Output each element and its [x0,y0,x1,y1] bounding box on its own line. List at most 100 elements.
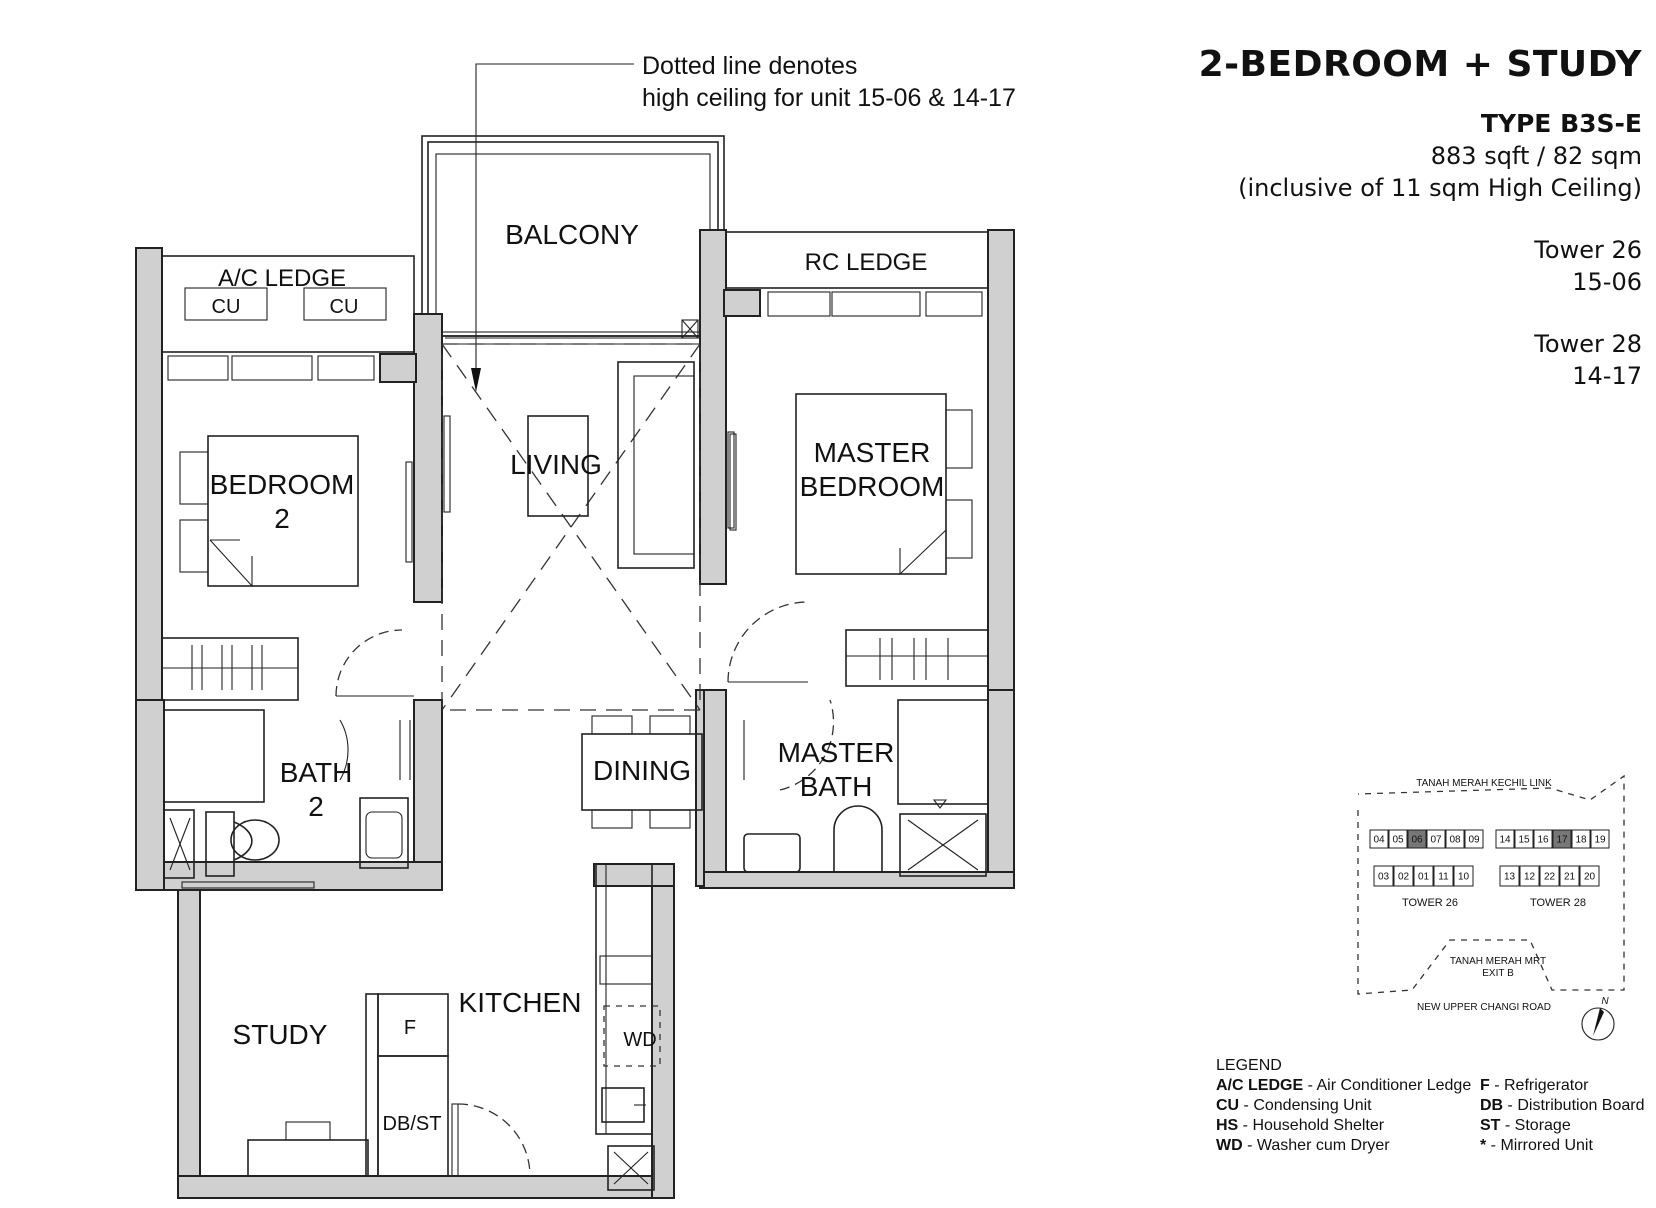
site-unit-label: 17 [1556,835,1568,846]
bedroom2-label-2: 2 [274,503,290,534]
legend-desc: - Washer cum Dryer [1242,1137,1390,1154]
cu-label-2: CU [330,296,359,318]
site-key-plan: TANAH MERAH KECHIL LINK NEW UPPER CHANGI… [1357,774,1625,1041]
site-unit-label: 21 [1564,872,1576,883]
site-mrt-label-1: TANAH MERAH MRT [1450,956,1546,967]
site-unit-box [1393,865,1414,887]
site-mrt-label-2: EXIT B [1482,968,1514,979]
site-unit-label: 07 [1430,835,1442,846]
dining-label: DINING [593,755,691,786]
site-unit-label: 02 [1398,872,1410,883]
site-unit-box [1552,829,1572,849]
site-road-top: TANAH MERAH KECHIL LINK [1416,778,1552,789]
site-tower-26-label: TOWER 26 [1402,897,1458,909]
site-unit-label: 10 [1458,872,1470,883]
washer-dryer [603,1005,661,1067]
wardrobe-bed2 [161,637,299,701]
site-unit-box [1499,865,1520,887]
rc-ledge: RC LEDGE [725,231,989,317]
site-unit-label: 14 [1499,835,1511,846]
ac-ledge-label: A/C LEDGE [218,265,346,292]
site-unit-box [1590,829,1610,849]
tower-b: Tower 28 [1534,330,1642,358]
site-tower-28-label: TOWER 28 [1530,897,1586,909]
bottom-wall [177,1175,675,1199]
legend-desc: - Refrigerator [1489,1077,1589,1094]
living-master-wall [699,229,727,585]
site-unit-box [1445,829,1465,849]
wardrobe-master [845,629,989,687]
site-unit-label: 09 [1468,835,1480,846]
kitchen-label: KITCHEN [459,987,582,1018]
master-label-1: MASTER [814,437,931,468]
site-unit-box [1413,865,1434,887]
site-unit-label: 03 [1378,872,1390,883]
site-unit-box [1495,829,1515,849]
master-bath-label-1: MASTER [778,737,895,768]
bedroom2-label-1: BEDROOM [210,469,355,500]
site-unit-box [1571,829,1591,849]
north-label: N [1601,996,1609,1007]
site-unit-box [1373,865,1394,887]
unit-info-panel: 2-BEDROOM + STUDY TYPE B3S-E 883 sqft / … [1199,44,1642,392]
rc-ledge-label: RC LEDGE [805,249,928,276]
site-unit-label: 12 [1524,872,1536,883]
ac-ledge: CU CU A/C LEDGE [161,255,415,381]
legend-desc: - Distribution Board [1503,1097,1645,1114]
legend-right-item: ST - Storage [1480,1116,1645,1136]
site-unit-label: 18 [1575,835,1587,846]
study-left-wall [177,889,201,1199]
north-arrow-icon [1581,1007,1615,1041]
bedroom-2: BEDROOM 2 [161,435,414,701]
unit-area: 883 sqft / 82 sqm [1430,142,1642,170]
tower-a: Tower 26 [1534,236,1642,264]
living-label: LIVING [510,449,602,480]
legend: LEGEND A/C LEDGE - Air Conditioner Ledge… [1216,1056,1645,1154]
site-unit-box [1464,829,1484,849]
cu-unit-2 [303,287,387,321]
note-line-1: Dotted line denotes [642,52,857,80]
legend-key: WD [1216,1137,1243,1154]
basin-bath2 [359,797,409,869]
master-label-2: BEDROOM [800,471,945,502]
legend-desc: - Condensing Unit [1239,1097,1372,1114]
legend-key: HS [1216,1117,1239,1134]
site-unit-box [1514,829,1534,849]
legend-key: CU [1216,1097,1240,1114]
site-unit-label: 01 [1418,872,1430,883]
balcony: BALCONY [421,135,725,345]
master-bath-label-2: BATH [800,771,873,802]
site-unit-label: 04 [1373,835,1385,846]
site-unit-label: 20 [1584,872,1596,883]
note-leader-line [475,63,634,372]
site-unit-box [1539,865,1560,887]
bath-2: BATH 2 [163,709,411,889]
toilet-master [833,805,883,872]
site-unit-box [1559,865,1580,887]
legend-desc: - Storage [1500,1117,1571,1134]
note-line-2: high ceiling for unit 15-06 & 14-17 [642,84,1016,112]
bed-2 [207,435,359,587]
kitchen: WD KITCHEN [451,863,661,1191]
site-unit-label: 22 [1544,872,1556,883]
site-road-bottom: NEW UPPER CHANGI ROAD [1417,1002,1551,1013]
legend-left-item: WD - Washer cum Dryer [1216,1136,1471,1156]
site-unit-box [1453,865,1474,887]
site-unit-box [1407,829,1427,849]
bed2-living-wall [413,313,443,603]
dbst-label: DB/ST [383,1113,442,1135]
site-unit-label: 05 [1392,835,1404,846]
legend-key: DB [1480,1097,1504,1114]
legend-desc: - Mirrored Unit [1486,1137,1593,1154]
dining: DINING [581,715,703,829]
site-unit-label: 13 [1504,872,1516,883]
site-unit-label: 16 [1537,835,1549,846]
legend-left-item: CU - Condensing Unit [1216,1096,1471,1116]
note-arrowhead [471,368,481,392]
legend-left-item: A/C LEDGE - Air Conditioner Ledge [1216,1076,1471,1096]
bath2-label-2: 2 [308,791,324,822]
bath2-label-1: BATH [280,757,353,788]
basin-master [743,833,801,873]
